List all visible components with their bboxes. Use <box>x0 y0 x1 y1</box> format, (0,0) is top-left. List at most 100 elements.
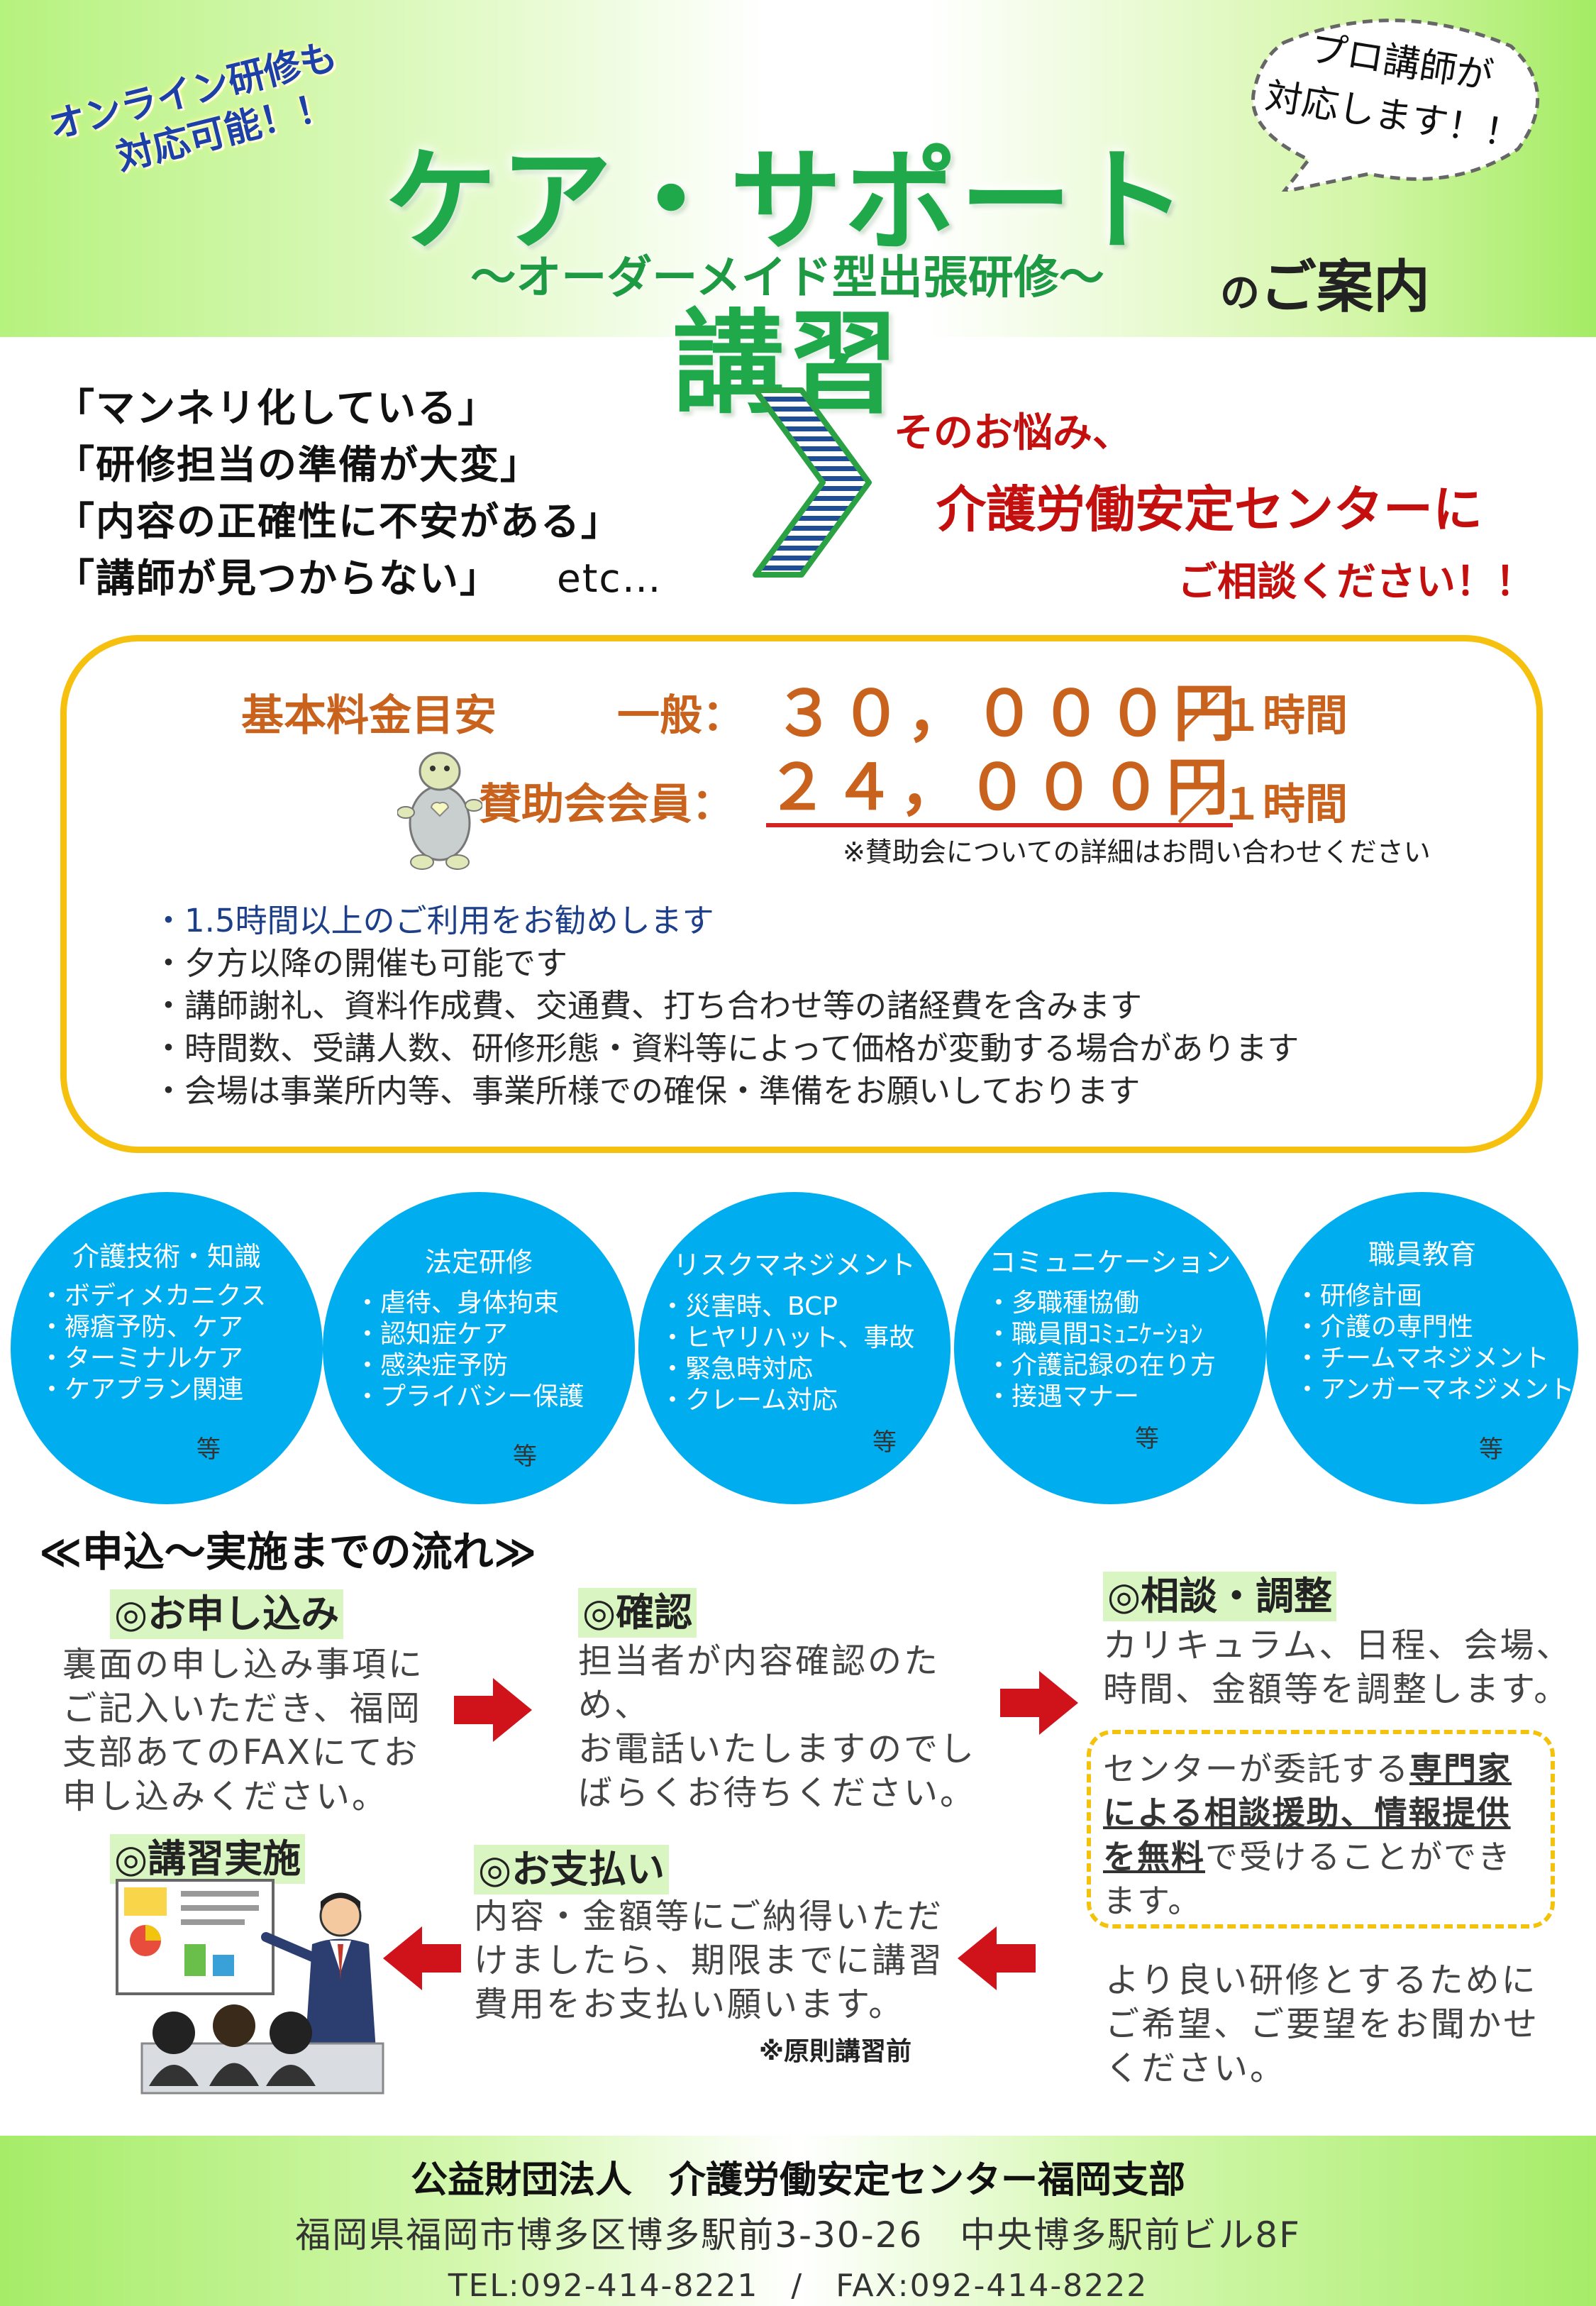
better-line: より良い研修とするために <box>1105 1960 1538 2000</box>
org-contact: TEL:092-414-8221 / FAX:092-414-8222 <box>448 2268 1148 2304</box>
topic-item: 災害時、BCP <box>660 1291 914 1323</box>
annai-text: ご案内 <box>1260 254 1430 320</box>
basic-fee-label: 基本料金目安 <box>241 691 497 741</box>
arrow-right-icon <box>1000 1671 1078 1735</box>
step-body-line: ご記入いただき、福岡 <box>62 1689 422 1728</box>
topic-etc: 等 <box>196 1435 221 1464</box>
consult-line3: ご相談ください！！ <box>1177 559 1535 605</box>
worries-etc: etc… <box>557 556 663 601</box>
topic-items: 災害時、BCP ヒヤリハット、事故 緊急時対応 クレーム対応 <box>660 1291 914 1416</box>
worry-item: 「講師が見つからない」etc… <box>55 550 765 607</box>
better-line: ご希望、ご要望をお聞かせ <box>1105 2004 1540 2044</box>
topic-item: 緊急時対応 <box>660 1354 914 1385</box>
specialist-text-c: ます。 <box>1103 1882 1202 1920</box>
member-price: ２４，０００円 <box>766 752 1234 827</box>
annai-prefix: の <box>1220 270 1260 316</box>
step-body-consult: カリキュラム、日程、会場、 時間、金額等を調整します。 <box>1103 1623 1585 1711</box>
topic-title: 職員教育 <box>1368 1239 1476 1270</box>
topic-item: 接遇マナー <box>986 1381 1216 1413</box>
topic-item: 研修計画 <box>1295 1281 1575 1312</box>
topic-circle-care-skills: 介護技術・知識 ボディメカニクス 褥瘡予防、ケア ターミナルケア ケアプラン関連… <box>11 1192 323 1504</box>
consult-line2: 介護労働安定センターに <box>936 480 1483 539</box>
specialist-text-a: センターが委託する <box>1103 1750 1409 1788</box>
topic-item: チームマネジメント <box>1295 1343 1575 1374</box>
specialist-box <box>1087 1730 1555 1929</box>
topic-circle-staff-education: 職員教育 研修計画 介護の専門性 チームマネジメント アンガーマネジメント 等 <box>1266 1192 1578 1504</box>
step-title-apply: ◎お申し込み <box>110 1589 344 1639</box>
topic-item: 感染症予防 <box>355 1350 584 1381</box>
topic-title: リスクマネジメント <box>672 1249 916 1281</box>
worries-list: 「マンネリ化している」 「研修担当の準備が大変」 「内容の正確性に不安がある」 … <box>55 380 765 607</box>
topic-circle-risk-management: リスクマネジメント 災害時、BCP ヒヤリハット、事故 緊急時対応 クレーム対応… <box>638 1192 951 1504</box>
step-body-line: カリキュラム、日程、会場、 <box>1103 1626 1573 1665</box>
org-name: 公益財団法人 介護労働安定センター福岡支部 <box>410 2159 1185 2202</box>
topic-title: 法定研修 <box>424 1247 533 1278</box>
topic-item: 虐待、身体拘束 <box>355 1288 584 1319</box>
topic-item: 認知症ケア <box>355 1319 584 1350</box>
step-body-line: 支部あてのFAXにてお <box>62 1733 420 1772</box>
fee-note: 講師謝礼、資料作成費、交通費、打ち合わせ等の諸経費を含みます <box>153 985 1299 1027</box>
step-body-line: けましたら、期限までに講習 <box>474 1941 945 1980</box>
worry-item: 「内容の正確性に不安がある」 <box>55 499 622 544</box>
step-body-line: 内容・金額等にご納得いただ <box>474 1897 944 1936</box>
topic-etc: 等 <box>872 1428 897 1457</box>
better-line: ください。 <box>1105 2048 1287 2088</box>
price-box <box>60 635 1543 1153</box>
arrow-left-icon <box>383 1926 461 1990</box>
topic-item: ボディメカニクス <box>39 1281 266 1312</box>
general-price: ３０，０００円 <box>773 677 1241 750</box>
step-body-confirm: 担当者が内容確認のため、 お電話いたしますのでし ばらくお待ちください。 <box>578 1639 1004 1815</box>
step-body-line: ばらくお待ちください。 <box>578 1773 977 1813</box>
turtle-mascot-icon <box>397 751 482 870</box>
topic-item: 褥瘡予防、ケア <box>39 1312 266 1343</box>
step-title-confirm: ◎確認 <box>578 1588 697 1638</box>
topic-item: 多職種協働 <box>986 1288 1216 1319</box>
topic-items: 虐待、身体拘束 認知症ケア 感染症予防 プライバシー保護 <box>355 1288 584 1413</box>
org-address: 福岡県福岡市博多区博多駅前3-30-26 中央博多駅前ビル8F <box>295 2214 1301 2256</box>
step-body-line: 裏面の申し込み事項に <box>62 1645 425 1684</box>
topic-item: 介護記録の在り方 <box>986 1350 1216 1381</box>
arrow-left-icon <box>958 1926 1036 1990</box>
page-title: ケア・サポート講習 <box>385 136 1190 429</box>
better-training-text: より良い研修とするために ご希望、ご要望をお聞かせ ください。 <box>1105 1958 1559 2090</box>
topic-items: 多職種協働 職員間ｺﾐｭﾆｹｰｼｮﾝ 介護記録の在り方 接遇マナー <box>986 1288 1216 1413</box>
topic-circle-communication: コミュニケーション 多職種協働 職員間ｺﾐｭﾆｹｰｼｮﾝ 介護記録の在り方 接遇… <box>954 1192 1266 1504</box>
step-body-line: 担当者が内容確認のため、 <box>578 1641 941 1725</box>
topic-item: ケアプラン関連 <box>39 1374 266 1406</box>
topic-item: ヒヤリハット、事故 <box>660 1323 914 1354</box>
general-unit: ／１時間 <box>1177 691 1348 741</box>
topic-item: 介護の専門性 <box>1295 1312 1575 1343</box>
member-note: ※賛助会についての詳細はお問い合わせください <box>843 837 1431 868</box>
step-body-apply: 裏面の申し込み事項に ご記入いただき、福岡 支部あてのFAXにてお 申し込みくだ… <box>62 1643 460 1819</box>
page-subtitle: ～オーダーメイド型出張研修～ <box>470 252 1104 304</box>
specialist-text-b: で受けることができ <box>1205 1838 1512 1876</box>
consult-line1: そのお悩み、 <box>894 410 1132 456</box>
member-unit: ／１時間 <box>1177 780 1348 829</box>
step-body-line: お電話いたしますのでし <box>578 1729 977 1769</box>
step-body-line: 時間、金額等を調整します。 <box>1103 1670 1570 1709</box>
topic-item: プライバシー保護 <box>355 1381 584 1413</box>
topic-item: クレーム対応 <box>660 1385 914 1416</box>
specialist-highlight-1: 専門家 <box>1409 1750 1512 1788</box>
worry-item: 「マンネリ化している」 <box>55 385 499 431</box>
worry-item: 「研修担当の準備が大変」 <box>55 442 541 487</box>
payment-note: ※原則講習前 <box>759 2037 911 2066</box>
fee-note: 夕方以降の開催も可能です <box>153 942 1299 985</box>
fee-note: 時間数、受講人数、研修形態・資料等によって価格が変動する場合があります <box>153 1027 1299 1070</box>
step-body-line: 申し込みください。 <box>62 1777 389 1816</box>
flow-heading: ≪申込～実施までの流れ≫ <box>39 1528 537 1576</box>
fee-notes-list: 1.5時間以上のご利用をお勧めします 夕方以降の開催も可能です 講師謝礼、資料作… <box>153 900 1299 1113</box>
annai-label: のご案内 <box>1220 241 1430 324</box>
step-title-lecture: ◎講習実施 <box>110 1834 306 1884</box>
topic-circle-legal-training: 法定研修 虐待、身体拘束 認知症ケア 感染症予防 プライバシー保護 等 <box>323 1192 635 1504</box>
topic-item: 職員間ｺﾐｭﾆｹｰｼｮﾝ <box>986 1319 1216 1350</box>
chevron-right-icon <box>753 387 872 578</box>
step-title-consult: ◎相談・調整 <box>1103 1572 1337 1621</box>
lecture-illustration-icon <box>116 1879 384 2095</box>
topic-title: コミュニケーション <box>989 1247 1231 1278</box>
specialist-highlight-3: を無料 <box>1103 1838 1205 1876</box>
speech-bubble-icon <box>1251 18 1540 192</box>
footer-banner <box>0 2136 1596 2306</box>
specialist-text: センターが委託する専門家による相談援助、情報提供を無料で受けることができます。 <box>1103 1747 1543 1923</box>
member-label: 賛助会会員： <box>479 780 734 829</box>
